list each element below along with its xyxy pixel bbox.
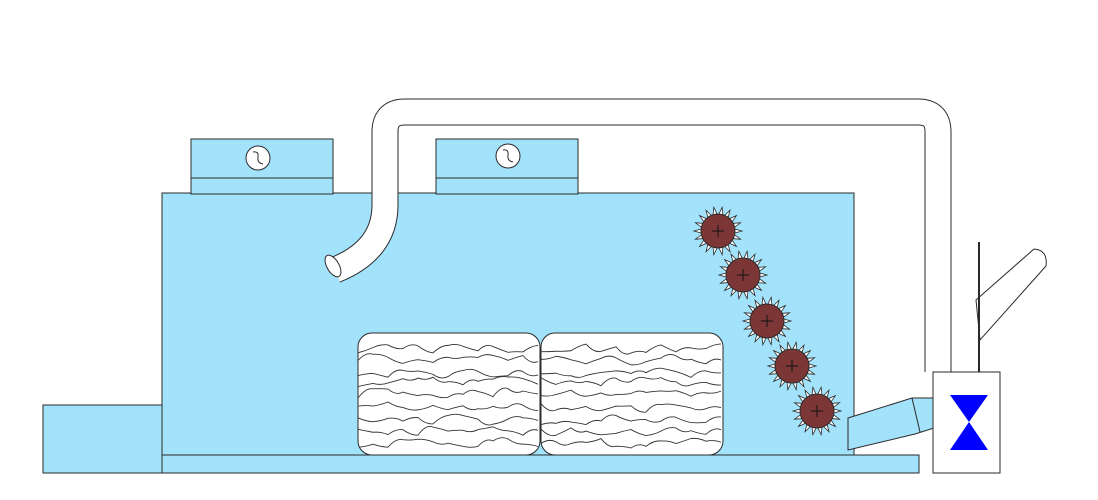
- spiked-roller: [791, 385, 843, 437]
- fiber-bale-left: [357, 332, 541, 456]
- valve-box: [932, 371, 1001, 474]
- base-plate: [161, 454, 920, 474]
- spiked-roller: [741, 295, 793, 347]
- return-pipe: [324, 98, 952, 372]
- spiked-roller: [692, 205, 744, 257]
- spiked-roller: [766, 340, 818, 392]
- top-housing-left: [190, 138, 334, 195]
- valve-icon: [950, 395, 988, 450]
- spiked-roller: [717, 249, 769, 301]
- fiber-bale-right: [540, 332, 724, 456]
- spiked-rollers: [692, 205, 843, 437]
- outlet-arm: [975, 248, 1047, 342]
- fan-left: [245, 145, 271, 171]
- discharge-chute: [847, 397, 935, 451]
- left-step-block: [42, 404, 164, 474]
- fan-right: [495, 143, 521, 169]
